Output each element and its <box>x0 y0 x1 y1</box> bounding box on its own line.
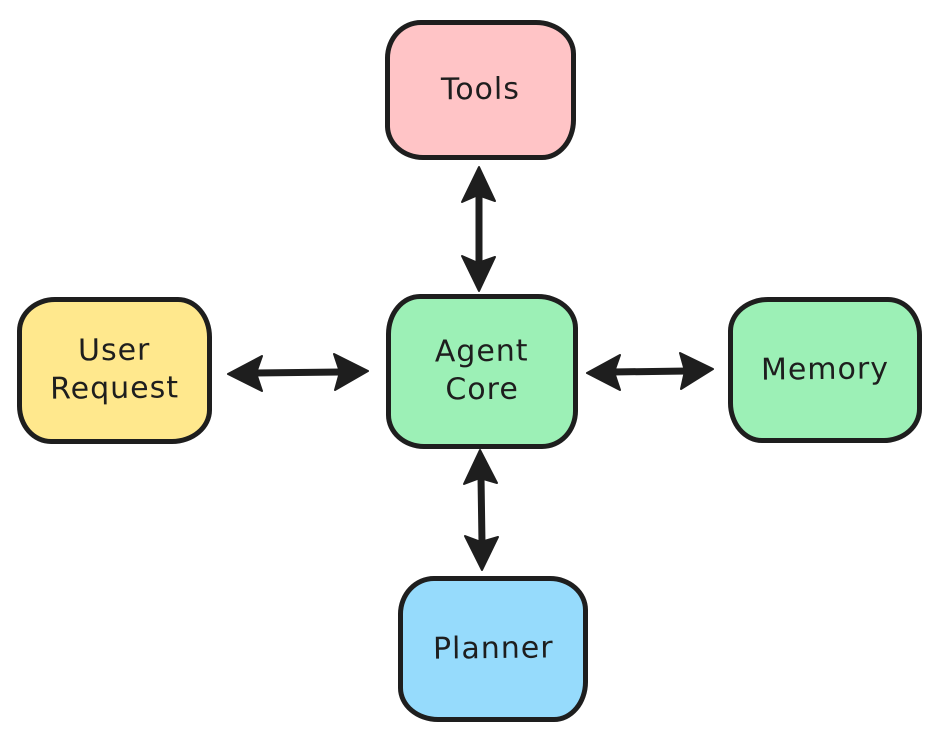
node-user-request: User Request <box>17 297 212 444</box>
edge-agent-core-memory-double-arrow-icon <box>586 352 714 391</box>
edge-agent-core-planner-double-arrow-icon <box>463 449 499 571</box>
edge-agent-core-tools-double-arrow-icon <box>461 166 496 292</box>
node-tools: Tools <box>385 20 576 160</box>
edge-user-request-agent-core-double-arrow-icon <box>227 353 369 392</box>
node-user-request-label: User Request <box>50 332 180 408</box>
node-tools-label: Tools <box>440 71 521 108</box>
node-planner: Planner <box>398 576 588 722</box>
node-agent-core: Agent Core <box>386 294 578 449</box>
node-planner-label: Planner <box>432 630 554 667</box>
node-memory-label: Memory <box>760 351 890 388</box>
node-memory: Memory <box>728 297 922 443</box>
node-agent-core-label: Agent Core <box>434 333 529 408</box>
